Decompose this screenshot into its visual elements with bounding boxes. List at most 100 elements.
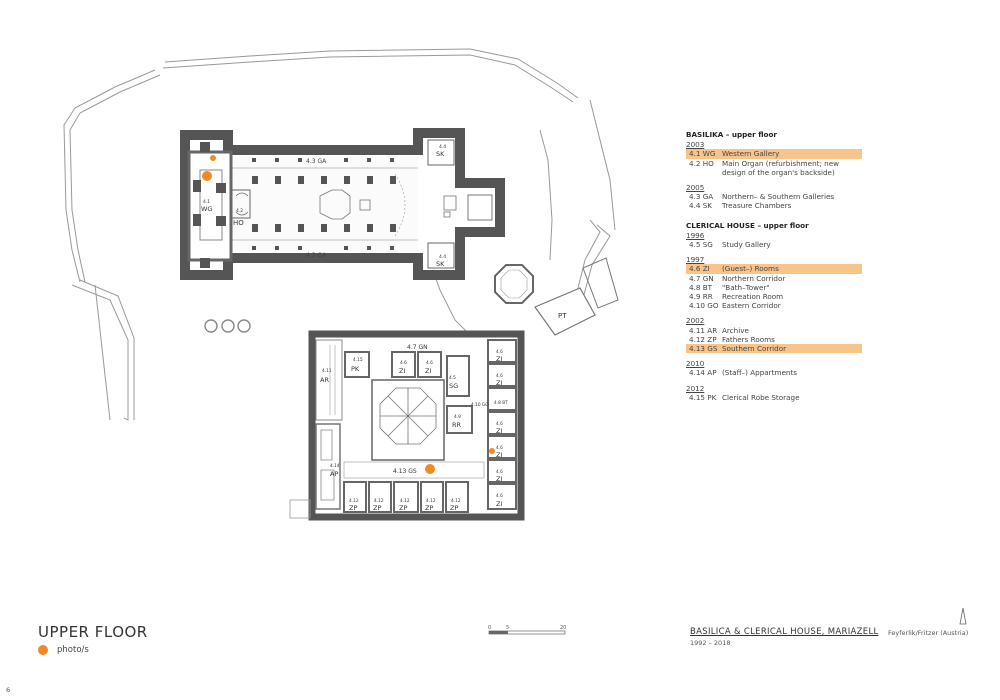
legend-row: 4.7 GN Northern Corridor xyxy=(686,274,862,283)
legend-year: 2010 xyxy=(686,359,705,369)
label-zi-num-2: 4.6 xyxy=(426,360,433,366)
label-ga-north: 4.3 GA xyxy=(306,158,327,165)
label-zi-num-e6: 4.6 xyxy=(496,493,503,499)
legend-row: 4.2 HO Main Organ (refurbishment; new des… xyxy=(686,159,862,177)
label-zi-num-e5: 4.6 xyxy=(496,469,503,475)
authors: Feyferlik/Fritzer (Austria) xyxy=(888,629,969,637)
legend-code: 4.8 BT xyxy=(689,282,713,292)
scale-tick-5: 5 xyxy=(506,625,509,631)
legend-code: 4.9 RR xyxy=(689,292,713,302)
photo-dot-icon xyxy=(38,645,48,655)
legend-row: 4.1 WG Western Gallery xyxy=(686,149,862,159)
label-sk-south: SK xyxy=(436,260,445,268)
legend-code: 4.13 GS xyxy=(689,344,718,354)
label-zp-4: ZP xyxy=(425,504,433,512)
label-zi-num-1: 4.6 xyxy=(400,360,407,366)
label-zi-2: ZI xyxy=(425,367,431,375)
basilica-plan: 4.1 WG 4.2 HO 4.3 GA 4.3 GA 4.4 SK 4.4 S… xyxy=(180,128,505,280)
north-arrow-icon xyxy=(959,607,967,625)
legend-year: 2002 xyxy=(686,316,705,326)
legend-desc: Study Gallery xyxy=(722,240,771,250)
legend-section-title: BASILIKA – upper floor xyxy=(686,130,777,139)
legend-desc: Northern Corridor xyxy=(722,273,786,283)
label-pk: PK xyxy=(351,365,360,373)
photo-marker[interactable] xyxy=(202,171,212,181)
pt-structure: PT xyxy=(534,257,619,336)
legend-desc: Western Gallery xyxy=(722,149,780,159)
label-zp-3: ZP xyxy=(399,504,407,512)
legend-section-title: CLERICAL HOUSE – upper floor xyxy=(686,220,809,230)
label-zi-e6: ZI xyxy=(496,500,502,508)
label-zi-1: ZI xyxy=(399,367,405,375)
photo-marker[interactable] xyxy=(210,155,216,161)
legend-desc: "Bath–Tower" xyxy=(722,282,770,292)
label-zp-num-3: 4.12 xyxy=(400,498,410,504)
legend-code: 4.2 HO xyxy=(689,158,714,168)
legend-code: 4.3 GA xyxy=(689,192,714,202)
label-zi-num-e4: 4.6 xyxy=(496,445,503,451)
courtyard-octagon xyxy=(379,387,437,445)
legend-code: 4.1 WG xyxy=(689,149,716,159)
legend-year: 1997 xyxy=(686,255,705,265)
label-zi-e2: ZI xyxy=(496,379,502,387)
label-gs: 4.13 GS xyxy=(393,468,417,475)
photo-legend-label: photo/s xyxy=(57,645,89,655)
label-zi-e1: ZI xyxy=(496,355,502,363)
label-sk-south-num: 4.4 xyxy=(439,254,446,260)
legend-row: 4.6 ZI(Guest–) Rooms xyxy=(686,264,862,274)
legend-row: 4.8 BT "Bath–Tower" xyxy=(686,283,862,292)
label-bt: 4.8 BT xyxy=(494,400,508,406)
legend-desc: Northern– & Southern Galleries xyxy=(722,192,835,202)
project-years: 1992 – 2018 xyxy=(690,639,731,647)
label-zi-e3: ZI xyxy=(496,427,502,435)
legend-code: 4.11 AR xyxy=(689,325,718,335)
legend-code: 4.4 SK xyxy=(689,201,712,211)
photo-marker[interactable] xyxy=(425,464,435,474)
label-wg-num: 4.1 xyxy=(203,199,210,205)
label-gn: 4.7 GN xyxy=(407,344,428,351)
label-ho: HO xyxy=(233,219,244,227)
label-sg: SG xyxy=(449,382,458,390)
label-zi-e5: ZI xyxy=(496,475,502,483)
legend-code: 4.7 GN xyxy=(689,273,714,283)
label-rr-num: 4.9 xyxy=(454,414,461,420)
legend-year: 2005 xyxy=(686,183,705,193)
legend-desc: Main Organ (refurbishment; new design of… xyxy=(722,158,840,177)
photo-legend: photo/s xyxy=(38,645,89,655)
legend-year: 2003 xyxy=(686,140,705,150)
legend-row: 4.14 AP(Staff–) Appartments xyxy=(686,368,862,377)
label-sk-north-num: 4.4 xyxy=(439,144,446,150)
terrace-wall xyxy=(63,48,616,421)
legend-year: 2012 xyxy=(686,383,705,393)
label-zi-num-e2: 4.6 xyxy=(496,373,503,379)
label-ar-num: 4.11 xyxy=(322,368,332,374)
legend-code: 4.10 GO xyxy=(689,301,719,311)
plan-title: UPPER FLOOR xyxy=(38,623,148,641)
legend-desc: (Staff–) Appartments xyxy=(722,368,797,378)
label-go: 4.10 GO xyxy=(471,402,489,408)
legend-year: 1996 xyxy=(686,230,705,240)
label-ga-south: 4.3 GA xyxy=(306,252,327,259)
scale-tick-0: 0 xyxy=(488,625,491,631)
label-ar: AR xyxy=(320,376,329,384)
label-zp-1: ZP xyxy=(349,504,357,512)
legend-desc: Eastern Corridor xyxy=(722,301,781,311)
label-ap-num: 4.14 xyxy=(330,463,340,469)
label-zi-num-e1: 4.6 xyxy=(496,349,503,355)
photo-marker[interactable] xyxy=(489,448,495,454)
label-rr: RR xyxy=(452,421,462,429)
octagonal-tower xyxy=(494,264,534,304)
legend-desc: Clerical Robe Storage xyxy=(722,392,800,402)
scale-tick-20: 20 xyxy=(560,625,566,631)
label-zi-num-e3: 4.6 xyxy=(496,421,503,427)
